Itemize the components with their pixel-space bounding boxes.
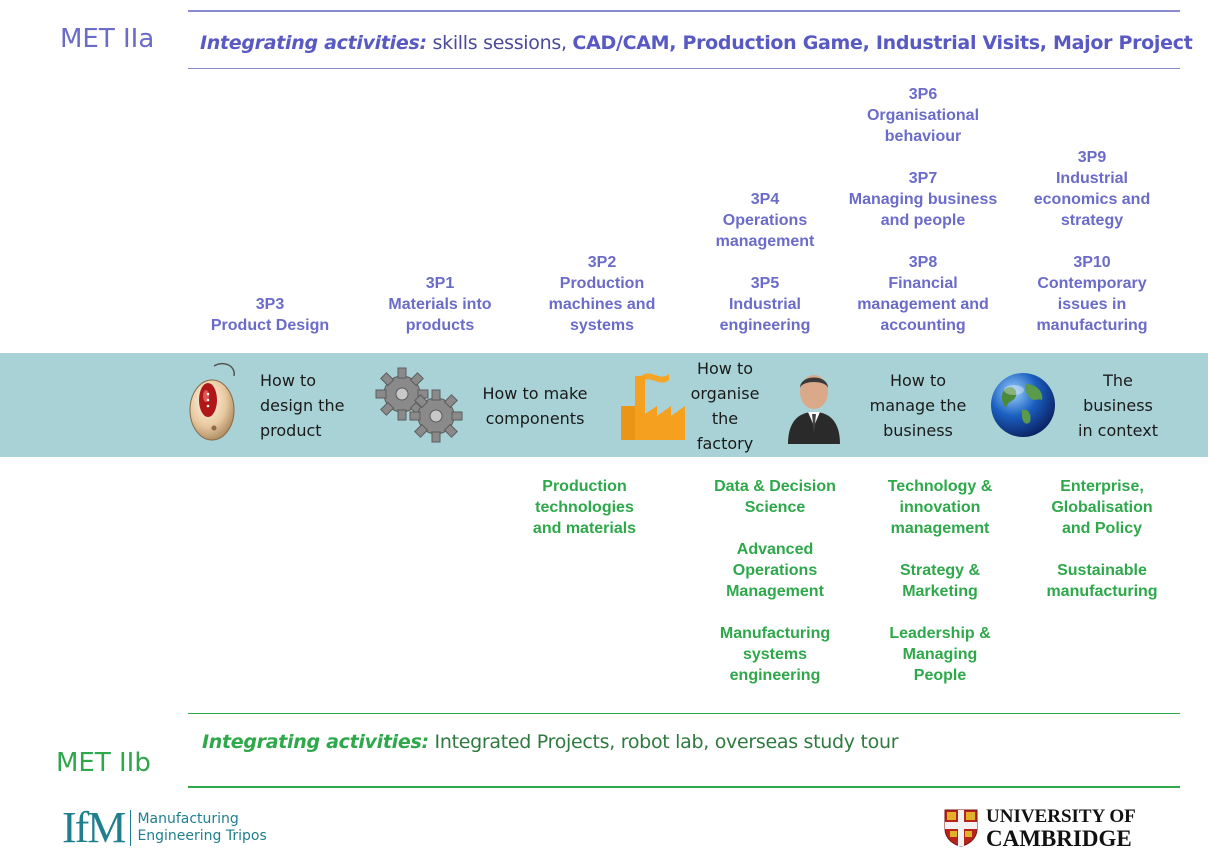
module-code: 3P1 xyxy=(425,275,455,292)
module-3p9-3p10: 3P9 Industrial economics and strategy 3P… xyxy=(1012,147,1172,336)
module-code: 3P3 xyxy=(255,296,285,313)
module-code: 3P9 xyxy=(1077,149,1107,166)
module-title: Organisational xyxy=(866,107,980,124)
integrating-bold-items: CAD/CAM, Production Game, Industrial Vis… xyxy=(572,32,1193,54)
integrating-items: Integrated Projects, xyxy=(434,731,621,753)
module-title: Production xyxy=(559,275,645,292)
bottom-rule xyxy=(188,786,1180,788)
module-code: 3P7 xyxy=(908,170,938,187)
caption-organise-factory: How to organise the factory xyxy=(690,359,760,453)
module-title: strategy xyxy=(1060,212,1124,229)
module-title: accounting xyxy=(880,317,966,334)
factory-icon xyxy=(617,366,689,447)
module-3p3: 3P3 Product Design xyxy=(190,294,350,336)
module-production-technologies: Production technologies and materials xyxy=(532,478,637,537)
module-title: management xyxy=(715,233,815,250)
module-3p2: 3P2 Production machines and systems xyxy=(522,252,682,336)
met-iia-integrating-activities: Integrating activities: skills sessions,… xyxy=(200,32,1193,54)
caption-business-context: The business in context xyxy=(1078,371,1158,440)
module-code: 3P10 xyxy=(1073,254,1111,271)
module-title: behaviour xyxy=(884,128,962,145)
module-title: Industrial xyxy=(1055,170,1128,187)
top-rule xyxy=(188,10,1180,12)
integrating-label: Integrating activities xyxy=(202,731,422,753)
module-column-context: Enterprise, Globalisation and Policy Sus… xyxy=(1046,478,1158,600)
met-iia-label: MET IIa xyxy=(60,24,155,54)
integrating-rest-items: robot lab, overseas study tour xyxy=(620,731,899,753)
ifm-logo: IfM Manufacturing Engineering Tripos xyxy=(62,806,267,850)
module-title: Product Design xyxy=(210,317,330,334)
module-3p6-3p8: 3P6 Organisational behaviour 3P7 Managin… xyxy=(838,84,1008,336)
integrating-items: skills sessions, xyxy=(432,32,573,54)
module-code: 3P8 xyxy=(908,254,938,271)
ifm-mark: IfM xyxy=(62,803,126,852)
module-title: Managing business xyxy=(848,191,998,208)
module-title: Materials into xyxy=(388,296,492,313)
ifm-line1: Manufacturing xyxy=(137,811,239,827)
module-title: Financial xyxy=(888,275,958,292)
module-title: products xyxy=(405,317,475,334)
module-title: manufacturing xyxy=(1036,317,1148,334)
module-title: Industrial xyxy=(728,296,801,313)
module-title: economics and xyxy=(1033,191,1151,208)
header-rule xyxy=(188,68,1180,69)
module-code: 3P6 xyxy=(908,86,938,103)
caption-design-product: How to design the product xyxy=(260,371,345,440)
module-title: Operations xyxy=(722,212,808,229)
module-column-operations: Data & Decision Science Advanced Operati… xyxy=(714,478,836,684)
module-title: and people xyxy=(880,212,966,229)
module-3p1: 3P1 Materials into products xyxy=(360,273,520,336)
module-code: 3P4 xyxy=(750,191,780,208)
cambridge-line1: UNIVERSITY OF xyxy=(986,806,1136,827)
cambridge-crest-icon xyxy=(944,809,978,847)
module-title: machines and xyxy=(548,296,656,313)
met-iib-integrating-activities: Integrating activities: Integrated Proje… xyxy=(202,731,899,753)
module-title: engineering xyxy=(719,317,811,334)
module-title: management and xyxy=(857,296,989,313)
caption-manage-business: How to manage the business xyxy=(869,371,967,440)
module-code: 3P2 xyxy=(587,254,617,271)
met-iib-label: MET IIb xyxy=(56,748,151,778)
gears-icon xyxy=(372,364,468,449)
businessman-icon xyxy=(782,364,846,449)
module-code: 3P5 xyxy=(750,275,780,292)
ifm-line2: Engineering Tripos xyxy=(137,828,267,844)
cambridge-logo: UNIVERSITY OF CAMBRIDGE xyxy=(944,806,1136,850)
met-iib-rule xyxy=(188,713,1180,714)
caption-make-components: How to make components xyxy=(482,384,588,428)
cambridge-line2: CAMBRIDGE xyxy=(986,826,1132,851)
module-column-management: Technology & innovation management Strat… xyxy=(887,478,993,684)
module-title: issues in xyxy=(1057,296,1127,313)
module-3p4-3p5: 3P4 Operations management 3P5 Industrial… xyxy=(685,189,845,336)
integrating-label: Integrating activities xyxy=(200,32,420,54)
globe-icon xyxy=(988,370,1058,445)
computer-mouse-icon xyxy=(184,360,242,451)
module-title: systems xyxy=(569,317,635,334)
module-title: Contemporary xyxy=(1037,275,1147,292)
